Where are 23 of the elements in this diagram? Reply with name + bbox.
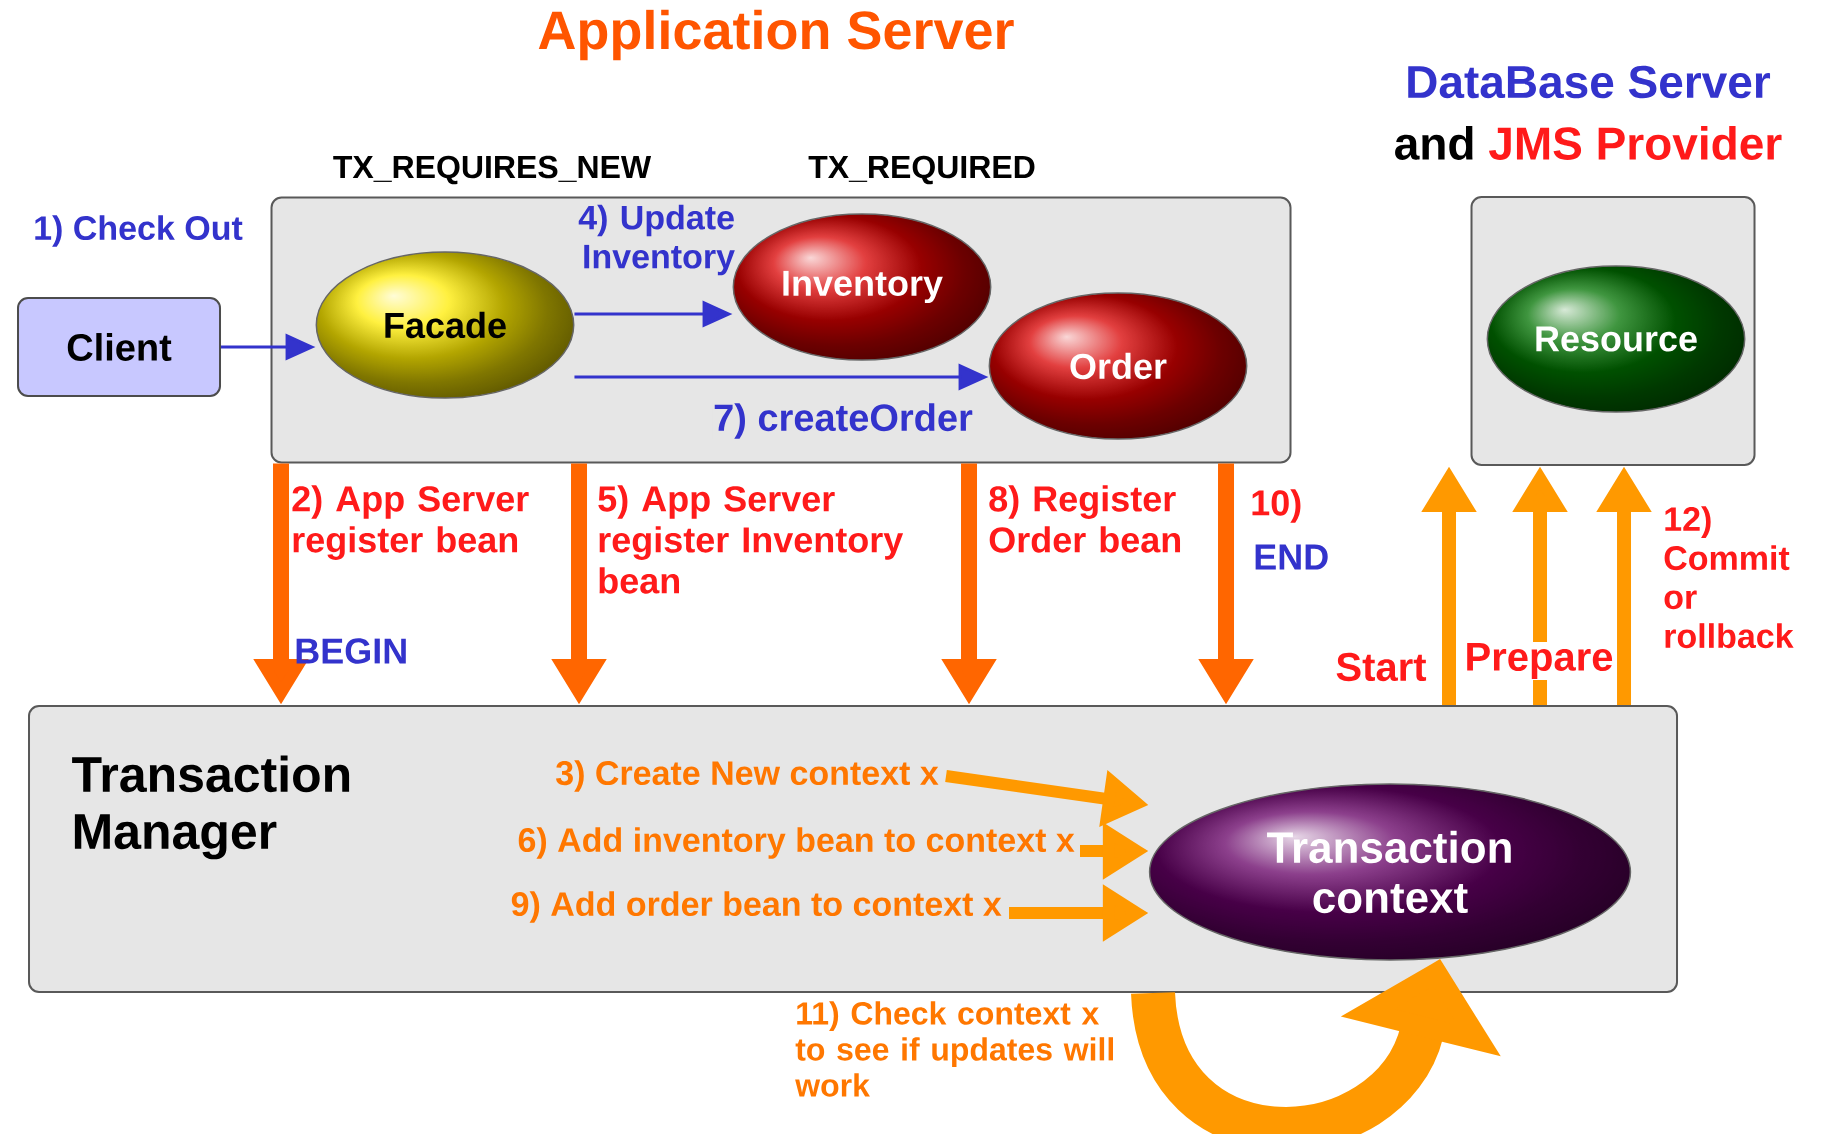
- text-label: TX_REQUIRES_NEW: [333, 155, 652, 185]
- node-label: JMS Provider: [1488, 126, 1782, 160]
- edge-label: 2) App Server register bean: [292, 485, 529, 560]
- edge-label: 7) createOrder: [712, 402, 974, 440]
- edge-label: Prepare: [1463, 642, 1615, 680]
- edge-label: 12) Commit or rollback: [1664, 506, 1794, 649]
- edge-label: 3) Create New context x: [556, 760, 939, 792]
- edge-label: 4) Update Inventory: [578, 204, 735, 276]
- edge-label: 11) Check context x to see if updates will work: [795, 1001, 1113, 1097]
- edge-label: 6) Add inventory bean to context x: [518, 827, 1075, 859]
- node-label: and: [1395, 126, 1473, 160]
- edge-label: 9) Add order bean to context x: [511, 891, 1002, 923]
- text-label: END: [1255, 544, 1328, 570]
- text-label: TX_REQUIRED: [808, 155, 1035, 185]
- edge-label: 1) Check Out: [35, 215, 243, 247]
- title: Application Server: [538, 9, 1014, 61]
- edge-label: 5) App Server register Inventory bean: [598, 485, 904, 594]
- edge-label: 10): [1252, 489, 1301, 523]
- client-box: Client: [17, 297, 221, 397]
- edge-label: Start: [1334, 651, 1428, 683]
- edge-label: 8) Register Order bean: [989, 485, 1180, 553]
- node-label: DataBase Server: [1408, 65, 1771, 99]
- text-label: BEGIN: [296, 638, 406, 664]
